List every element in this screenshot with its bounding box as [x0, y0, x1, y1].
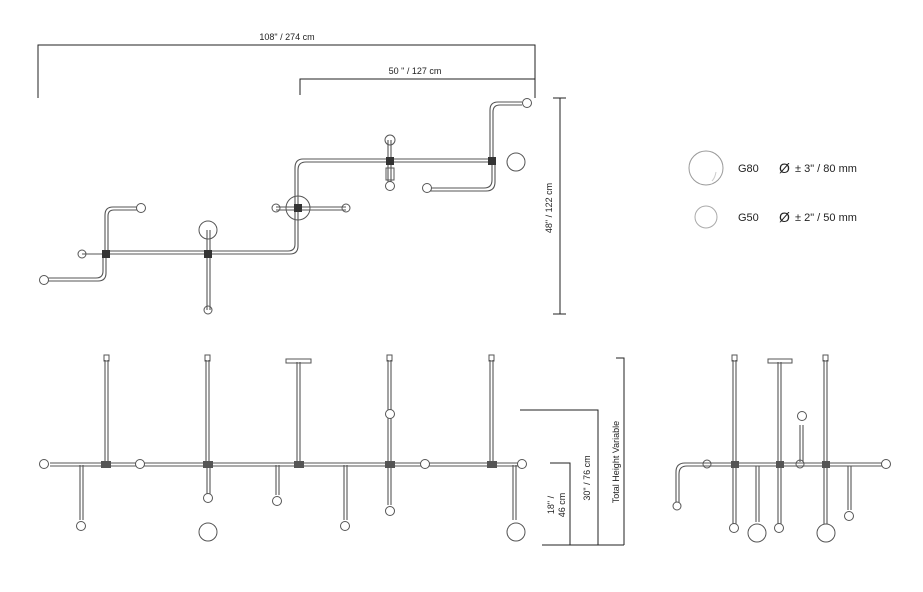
dimension-total-width: 108" / 274 cm [37, 32, 536, 98]
top-view-fixture [39, 98, 532, 315]
dimension-partial-width: 50 " / 127 cm [299, 66, 536, 95]
legend-g80-size: ± 3" / 80 mm [795, 163, 857, 175]
legend-g50-size: ± 2" / 50 mm [795, 212, 857, 224]
dimension-partial-width-label: 50 " / 127 cm [389, 66, 442, 76]
legend-g80-symbol: Ø [779, 160, 790, 176]
dimension-total-height-label: Total Height Variable [611, 421, 621, 503]
dimension-heights: 30" / 76 cm 18" / 46 cm Total Height Var… [520, 357, 625, 546]
g80-bulb-icon [688, 150, 724, 186]
dimension-height-mid-label: 30" / 76 cm [582, 455, 592, 500]
dimension-height-short-label-1: 18" / [546, 495, 556, 514]
dimension-total-width-label: 108" / 274 cm [259, 32, 314, 42]
front-view-fixture [39, 354, 527, 542]
legend-g50-model: G50 [738, 212, 759, 224]
side-view-fixture [672, 354, 891, 543]
g50-bulb-icon [694, 205, 718, 229]
dimension-height-short-label-2: 46 cm [557, 493, 567, 518]
legend: G80 Ø ± 3" / 80 mm G50 Ø ± 2" / 50 mm [688, 150, 857, 229]
dimension-depth-label: 48" / 122 cm [544, 183, 554, 233]
legend-g50-symbol: Ø [779, 209, 790, 225]
dimension-depth: 48" / 122 cm [544, 97, 566, 315]
legend-g80-model: G80 [738, 163, 759, 175]
